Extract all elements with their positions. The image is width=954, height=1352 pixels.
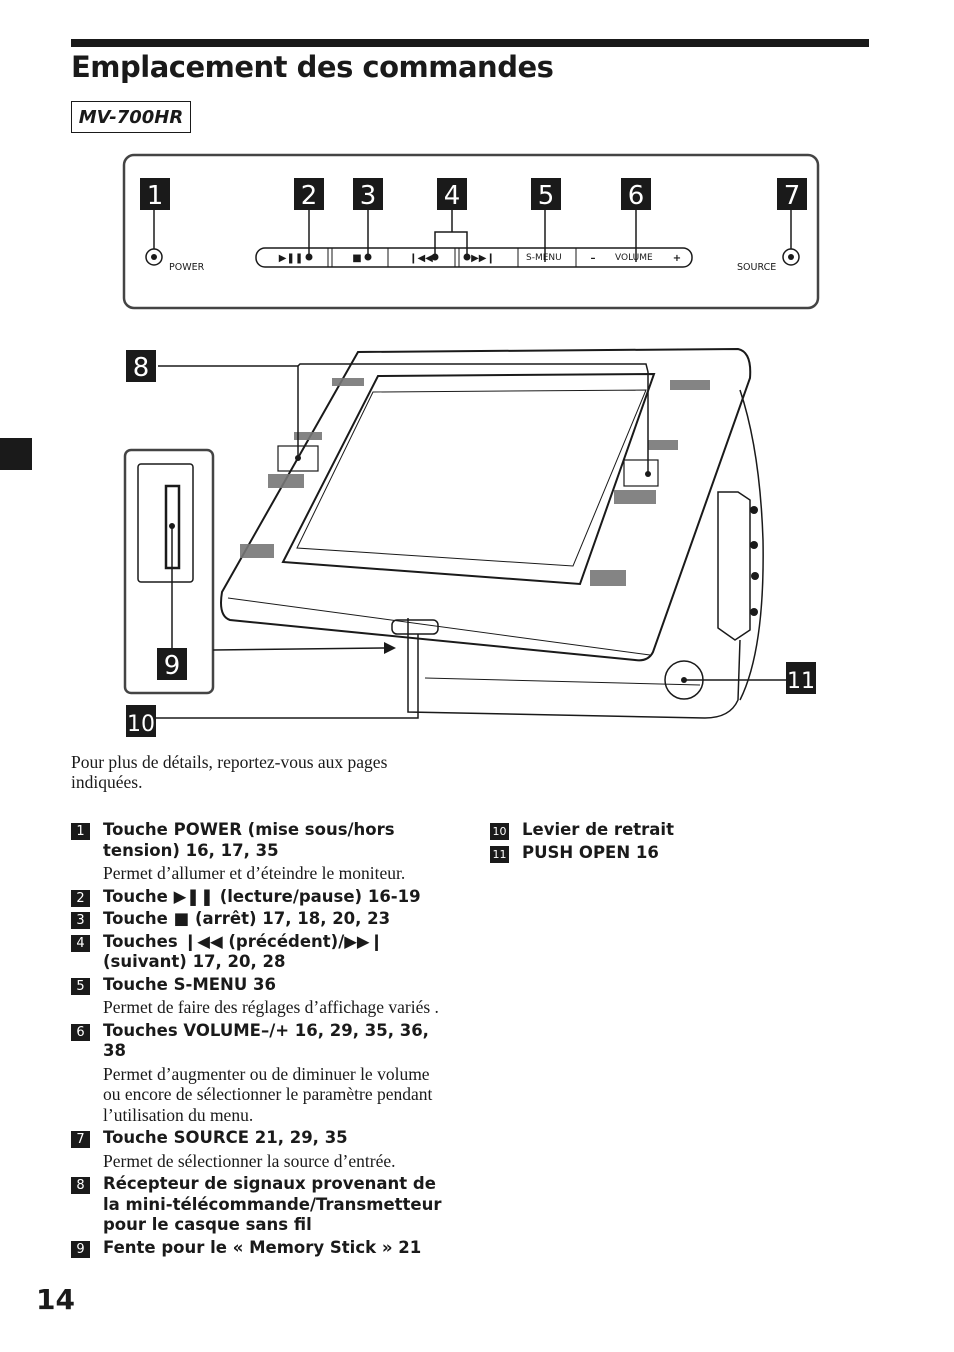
volume-minus-label: –: [591, 253, 596, 264]
memory-stick-inset: [123, 448, 215, 695]
top-rule: [71, 39, 869, 47]
list-item: 10 Levier de retrait: [490, 820, 870, 841]
svg-text:10: 10: [127, 712, 155, 737]
item-number-badge: 2: [71, 889, 90, 907]
svg-text:4: 4: [444, 181, 461, 211]
item-title: Touche ▶❚❚ (lecture/pause) 16-19: [103, 886, 421, 906]
list-item: 9 Fente pour le « Memory Stick » 21: [71, 1238, 451, 1259]
list-item: 1 Touche POWER (mise sous/hors tension) 1…: [71, 820, 451, 884]
item-number-badge: 7: [71, 1131, 90, 1148]
previous-icon: ❙◀◀: [409, 253, 433, 264]
item-number-badge: 11: [490, 845, 509, 863]
volume-plus-label: +: [673, 253, 681, 264]
item-title: Touche ■ (arrêt) 17, 18, 20, 23: [103, 909, 391, 928]
item-number-badge: 8: [71, 1177, 90, 1194]
item-description: Permet de faire des réglages d’affichage…: [103, 997, 439, 1017]
list-item: 5 Touche S-MENU 36 Permet de faire des rég…: [71, 975, 451, 1018]
source-label: SOURCE: [737, 262, 776, 273]
callout-9: 9: [157, 648, 187, 681]
svg-text:9: 9: [164, 651, 181, 681]
callout-6: 6: [621, 178, 651, 211]
item-title: PUSH OPEN 16: [522, 842, 659, 862]
controls-illustration: POWER SOURCE ▶❚❚ ■ ❙◀◀ ▶▶❙ S-MENU – VOLU…: [122, 153, 820, 737]
smenu-label: S-MENU: [526, 253, 562, 263]
item-description: Permet d’augmenter ou de diminuer le vol…: [103, 1063, 433, 1125]
item-number-badge: 3: [71, 912, 90, 929]
callout-7: 7: [777, 178, 807, 211]
button-bar: [255, 247, 693, 268]
svg-text:6: 6: [628, 181, 645, 211]
model-label: MV-700HR: [71, 101, 191, 133]
monitor-drawing: [220, 347, 764, 719]
item-description: Permet de sélectionner la source d’entré…: [103, 1150, 396, 1171]
callout-4: 4: [437, 178, 467, 211]
item-title: Levier de retrait: [522, 820, 674, 839]
stop-icon: ■: [352, 253, 361, 264]
page-title: Emplacement des commandes: [71, 50, 554, 84]
svg-text:3: 3: [360, 181, 377, 211]
callout-10: 10: [126, 705, 156, 737]
page-number: 14: [36, 1283, 75, 1316]
next-icon: ▶▶❙: [471, 253, 495, 264]
item-title: Touche S-MENU 36: [103, 974, 276, 994]
list-item: 3 Touche ■ (arrêt) 17, 18, 20, 23: [71, 909, 451, 930]
callout-1: 1: [140, 178, 170, 211]
power-label: POWER: [169, 262, 205, 273]
item-title: Fente pour le « Memory Stick » 21: [103, 1237, 422, 1257]
item-number-badge: 6: [71, 1023, 90, 1041]
svg-text:5: 5: [538, 181, 555, 211]
item-number-badge: 9: [71, 1240, 90, 1258]
play-pause-icon: ▶❚❚: [279, 253, 303, 264]
list-item: 7 Touche SOURCE 21, 29, 35 Permet de sélec…: [71, 1128, 451, 1171]
list-item: 2 Touche ▶❚❚ (lecture/pause) 16-19: [71, 887, 451, 908]
svg-text:11: 11: [787, 669, 815, 694]
callout-5: 5: [531, 178, 561, 211]
intro-text: Pour plus de détails, reportez-vous aux …: [71, 752, 388, 792]
item-title: Touche SOURCE 21, 29, 35: [103, 1128, 348, 1147]
item-title: Récepteur de signaux provenant de la min…: [103, 1174, 442, 1234]
callout-3: 3: [353, 178, 383, 211]
item-number-badge: 1: [71, 823, 90, 840]
svg-text:8: 8: [133, 353, 150, 383]
item-number-badge: 5: [71, 977, 90, 995]
item-title: Touches VOLUME–/+ 16, 29, 35, 36, 38: [103, 1020, 429, 1061]
item-number-badge: 4: [71, 934, 90, 952]
item-number-badge: 10: [490, 823, 509, 840]
callout-8: 8: [126, 350, 156, 383]
callout-11: 11: [786, 662, 816, 694]
side-jacks: [750, 506, 759, 616]
callout-2: 2: [294, 178, 324, 211]
section-tab: [0, 438, 32, 470]
list-item: 11 PUSH OPEN 16: [490, 843, 870, 864]
control-panel-frame: [122, 153, 820, 310]
item-title: Touches ❙◀◀ (précédent)/▶▶❙ (suivant) 17…: [103, 931, 384, 972]
svg-text:7: 7: [784, 181, 801, 211]
list-item: 8 Récepteur de signaux provenant de la mi…: [71, 1174, 451, 1236]
svg-text:2: 2: [301, 181, 318, 211]
list-item: 4 Touches ❙◀◀ (précédent)/▶▶❙ (suivant) 1…: [71, 932, 451, 973]
items-list-right: 10 Levier de retrait 11 PUSH OPEN 16: [490, 820, 870, 865]
svg-text:1: 1: [147, 181, 164, 211]
item-title: Touche POWER (mise sous/hors tension) 16…: [103, 820, 395, 860]
volume-label: VOLUME: [615, 253, 653, 263]
item-description: Permet d’allumer et d’éteindre le monite…: [103, 863, 406, 883]
items-list-left: 1 Touche POWER (mise sous/hors tension) 1…: [71, 820, 451, 1260]
